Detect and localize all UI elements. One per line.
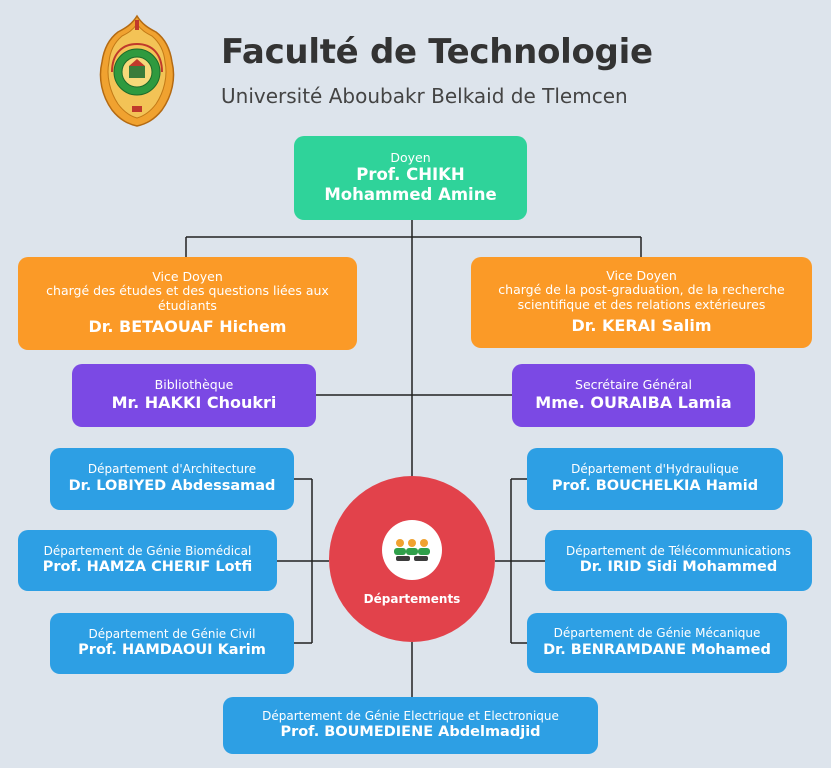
department-head: Dr. BENRAMDANE Mohamed (543, 641, 771, 658)
departments-hub-label: Départements (363, 592, 461, 606)
vice-dean-left-name: Dr. BETAOUAF Hichem (88, 317, 287, 337)
department-role: Département de Génie Electrique et Elect… (262, 708, 559, 723)
library-box: Bibliothèque Mr. HAKKI Choukri (72, 364, 316, 427)
department-role: Département de Génie Civil (88, 626, 256, 641)
page-subtitle: Université Aboubakr Belkaid de Tlemcen (221, 84, 628, 108)
department-head: Dr. LOBIYED Abdessamad (68, 477, 276, 494)
department-box: Département de Génie Biomédical Prof. HA… (18, 530, 277, 591)
dean-name: Prof. CHIKH Mohammed Amine (324, 165, 497, 205)
department-role: Département de Génie Mécanique (553, 626, 761, 641)
vice-dean-right-name: Dr. KERAI Salim (571, 316, 712, 336)
department-head: Prof. BOUMEDIENE Abdelmadjid (280, 724, 541, 741)
department-head: Dr. IRID Sidi Mohammed (579, 559, 778, 576)
department-head: Prof. HAMZA CHERIF Lotfi (42, 559, 253, 576)
library-name: Mr. HAKKI Choukri (111, 392, 277, 412)
department-role: Département de Télécommunications (565, 543, 792, 558)
department-box: Département de Génie Electrique et Elect… (223, 697, 598, 754)
department-role: Département d'Hydraulique (571, 462, 739, 477)
vice-dean-left-box: Vice Doyen chargé des études et des ques… (18, 257, 357, 350)
university-seal-logo (99, 14, 175, 127)
department-box: Département d'Architecture Dr. LOBIYED A… (50, 448, 294, 510)
page-title: Faculté de Technologie (221, 32, 653, 72)
dean-role: Doyen (390, 150, 431, 166)
department-role: Département d'Architecture (87, 462, 257, 477)
vice-dean-right-role: Vice Doyen chargé de la post-graduation,… (498, 267, 785, 312)
department-head: Prof. HAMDAOUI Karim (78, 642, 266, 659)
group-people-icon (382, 520, 442, 580)
secretary-role: Secrétaire Général (575, 377, 692, 393)
dean-box: Doyen Prof. CHIKH Mohammed Amine (294, 136, 527, 220)
secretary-name: Mme. OURAIBA Lamia (535, 392, 732, 412)
vice-dean-left-role: Vice Doyen chargé des études et des ques… (46, 268, 329, 313)
department-role: Département de Génie Biomédical (43, 543, 252, 558)
department-head: Prof. BOUCHELKIA Hamid (551, 477, 759, 494)
secretary-box: Secrétaire Général Mme. OURAIBA Lamia (512, 364, 755, 427)
departments-hub: Départements (329, 476, 495, 642)
department-box: Département de Génie Civil Prof. HAMDAOU… (50, 613, 294, 674)
vice-dean-right-box: Vice Doyen chargé de la post-graduation,… (471, 257, 812, 348)
department-box: Département de Télécommunications Dr. IR… (545, 530, 812, 591)
department-box: Département de Génie Mécanique Dr. BENRA… (527, 613, 787, 673)
department-box: Département d'Hydraulique Prof. BOUCHELK… (527, 448, 783, 510)
library-role: Bibliothèque (154, 377, 234, 393)
